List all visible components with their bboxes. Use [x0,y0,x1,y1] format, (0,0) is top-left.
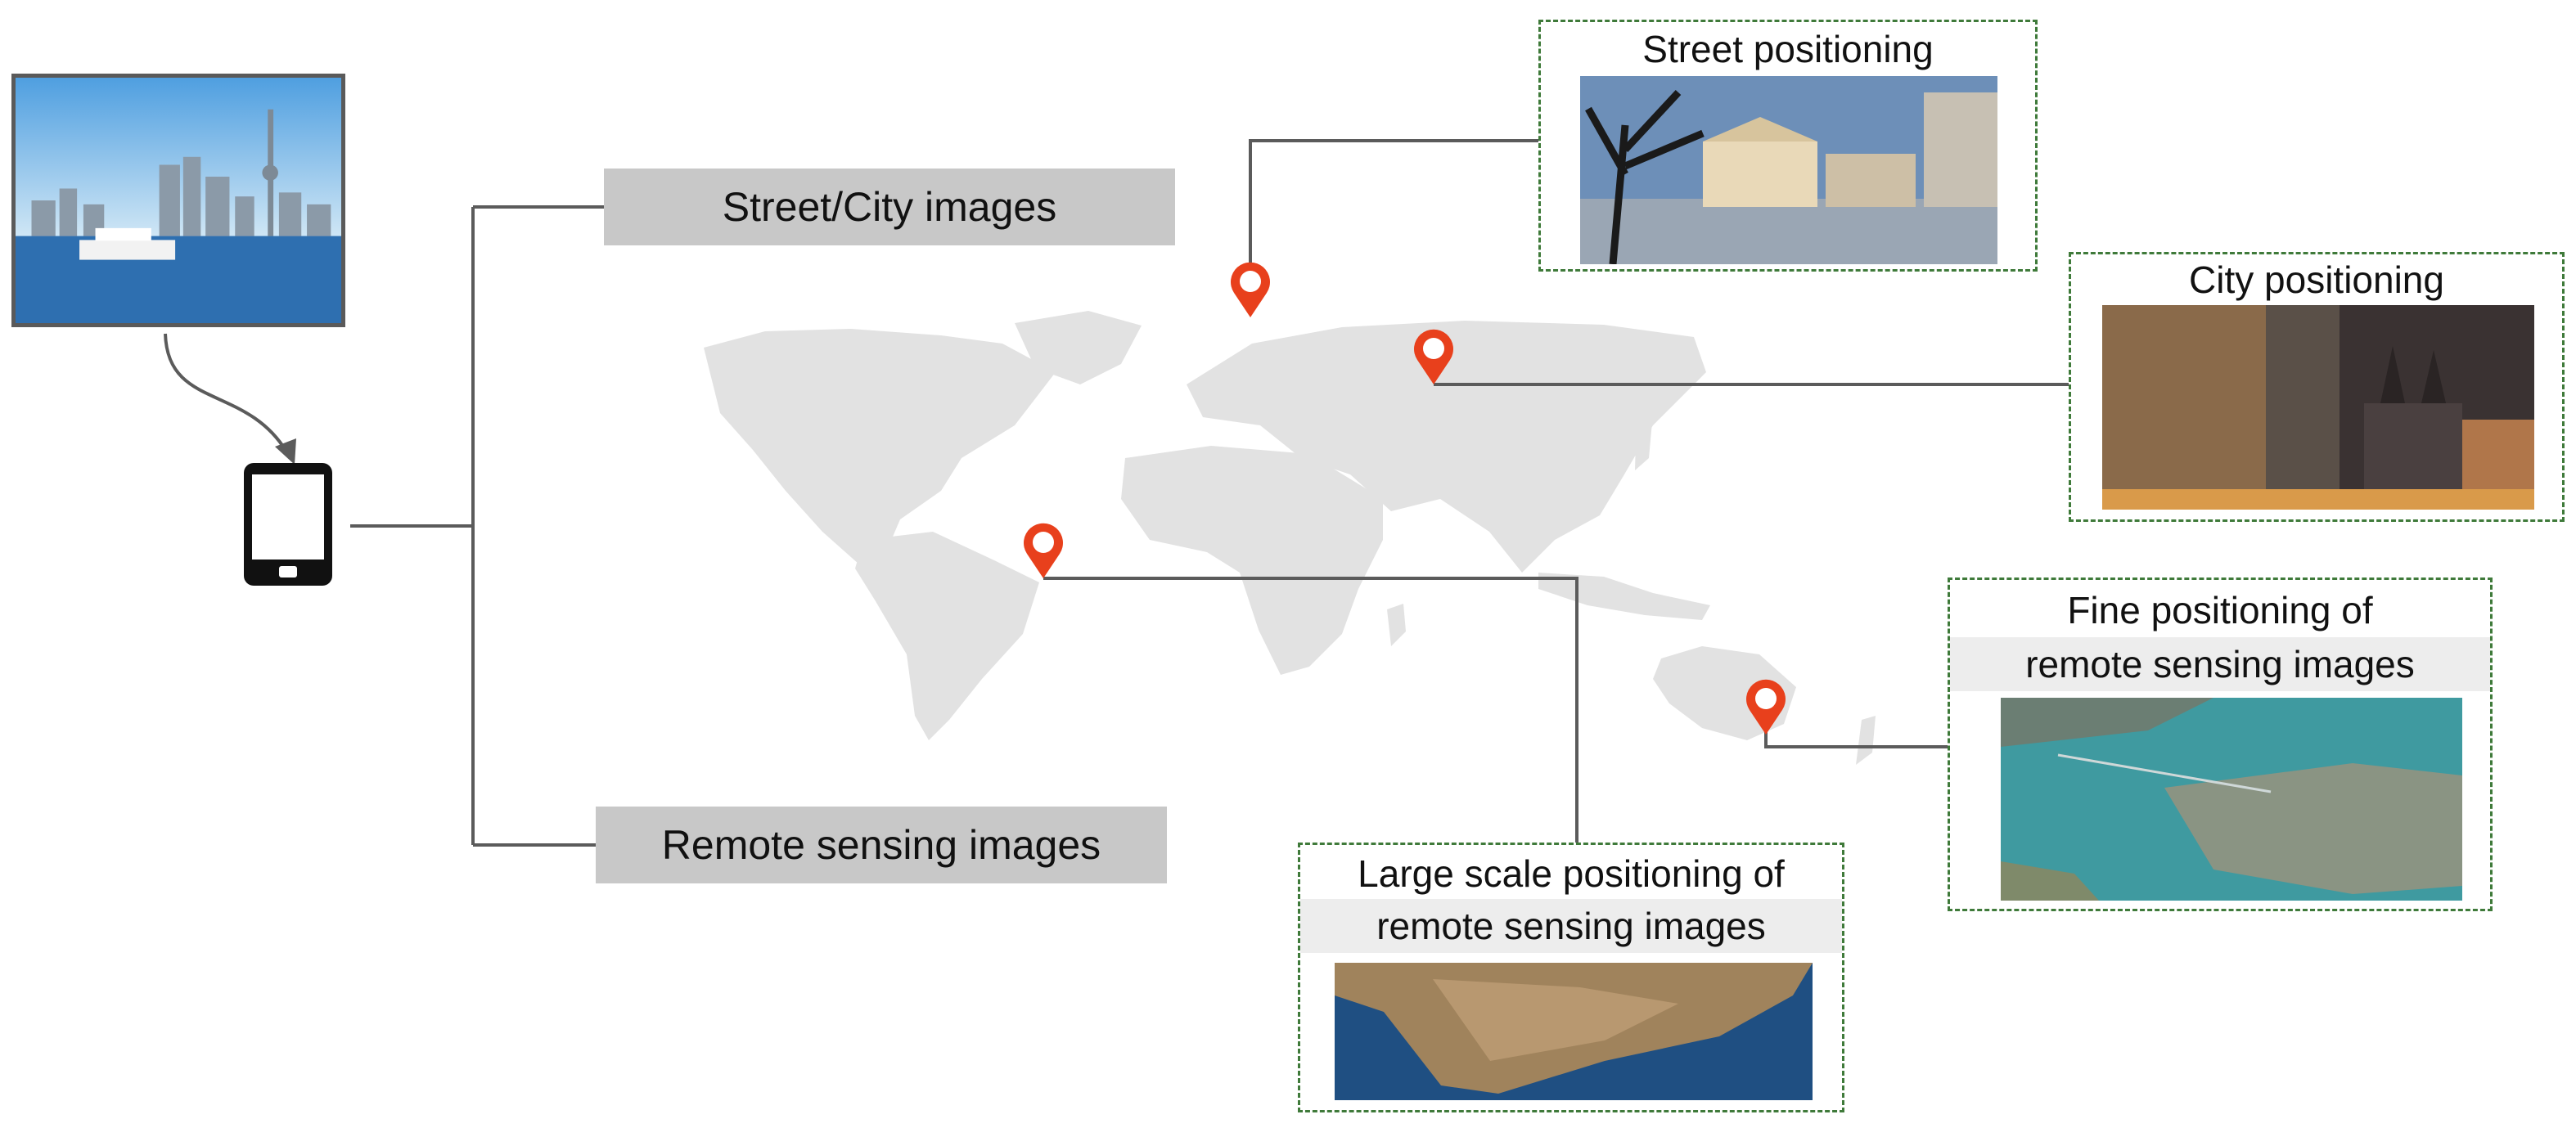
map-pin-icon [1024,523,1063,578]
input-tree-line [350,205,604,847]
large-remote-sensing-photo [1335,963,1813,1100]
query-city-photo [11,74,345,327]
large-scale-positioning-card: Large scale positioning of remote sensin… [1298,843,1844,1112]
street-city-images-label: Street/City images [604,169,1175,245]
city-photo [2102,305,2534,510]
japan-shape [1635,409,1653,470]
street-positioning-card: Street positioning [1538,20,2038,272]
map-pin-icon [1231,262,1270,317]
remote-sensing-images-label: Remote sensing images [596,807,1167,883]
phone-icon [244,463,332,586]
large-link [1043,577,1578,843]
fine-remote-sensing-photo [2001,698,2462,901]
south-america-shape [855,532,1039,740]
world-map [704,311,1876,765]
large-positioning-title-line2: remote sensing images [1300,899,1842,953]
city-positioning-card: City positioning [2069,252,2565,522]
street-link [1249,139,1538,294]
new-zealand-shape [1856,716,1876,765]
fine-link [1764,720,1948,748]
street-positioning-title: Street positioning [1642,28,1934,70]
street-photo [1580,76,1997,264]
fine-positioning-card: Fine positioning of remote sensing image… [1948,577,2493,911]
north-america-shape [704,329,1056,564]
indonesia-shape [1538,573,1710,620]
madagascar-shape [1387,604,1406,646]
greenland-shape [1015,311,1142,384]
map-pin-icon [1414,329,1453,384]
map-pin-icon [1746,679,1786,735]
fine-positioning-title-line1: Fine positioning of [2067,589,2373,631]
fine-positioning-title-line2: remote sensing images [1950,637,2490,691]
city-positioning-title: City positioning [2189,258,2444,301]
large-positioning-title-line1: Large scale positioning of [1358,852,1785,895]
arrow-head [275,438,296,465]
map-pins [1024,262,1786,735]
image-to-phone-arrow [164,333,288,453]
africa-shape [1121,446,1383,675]
